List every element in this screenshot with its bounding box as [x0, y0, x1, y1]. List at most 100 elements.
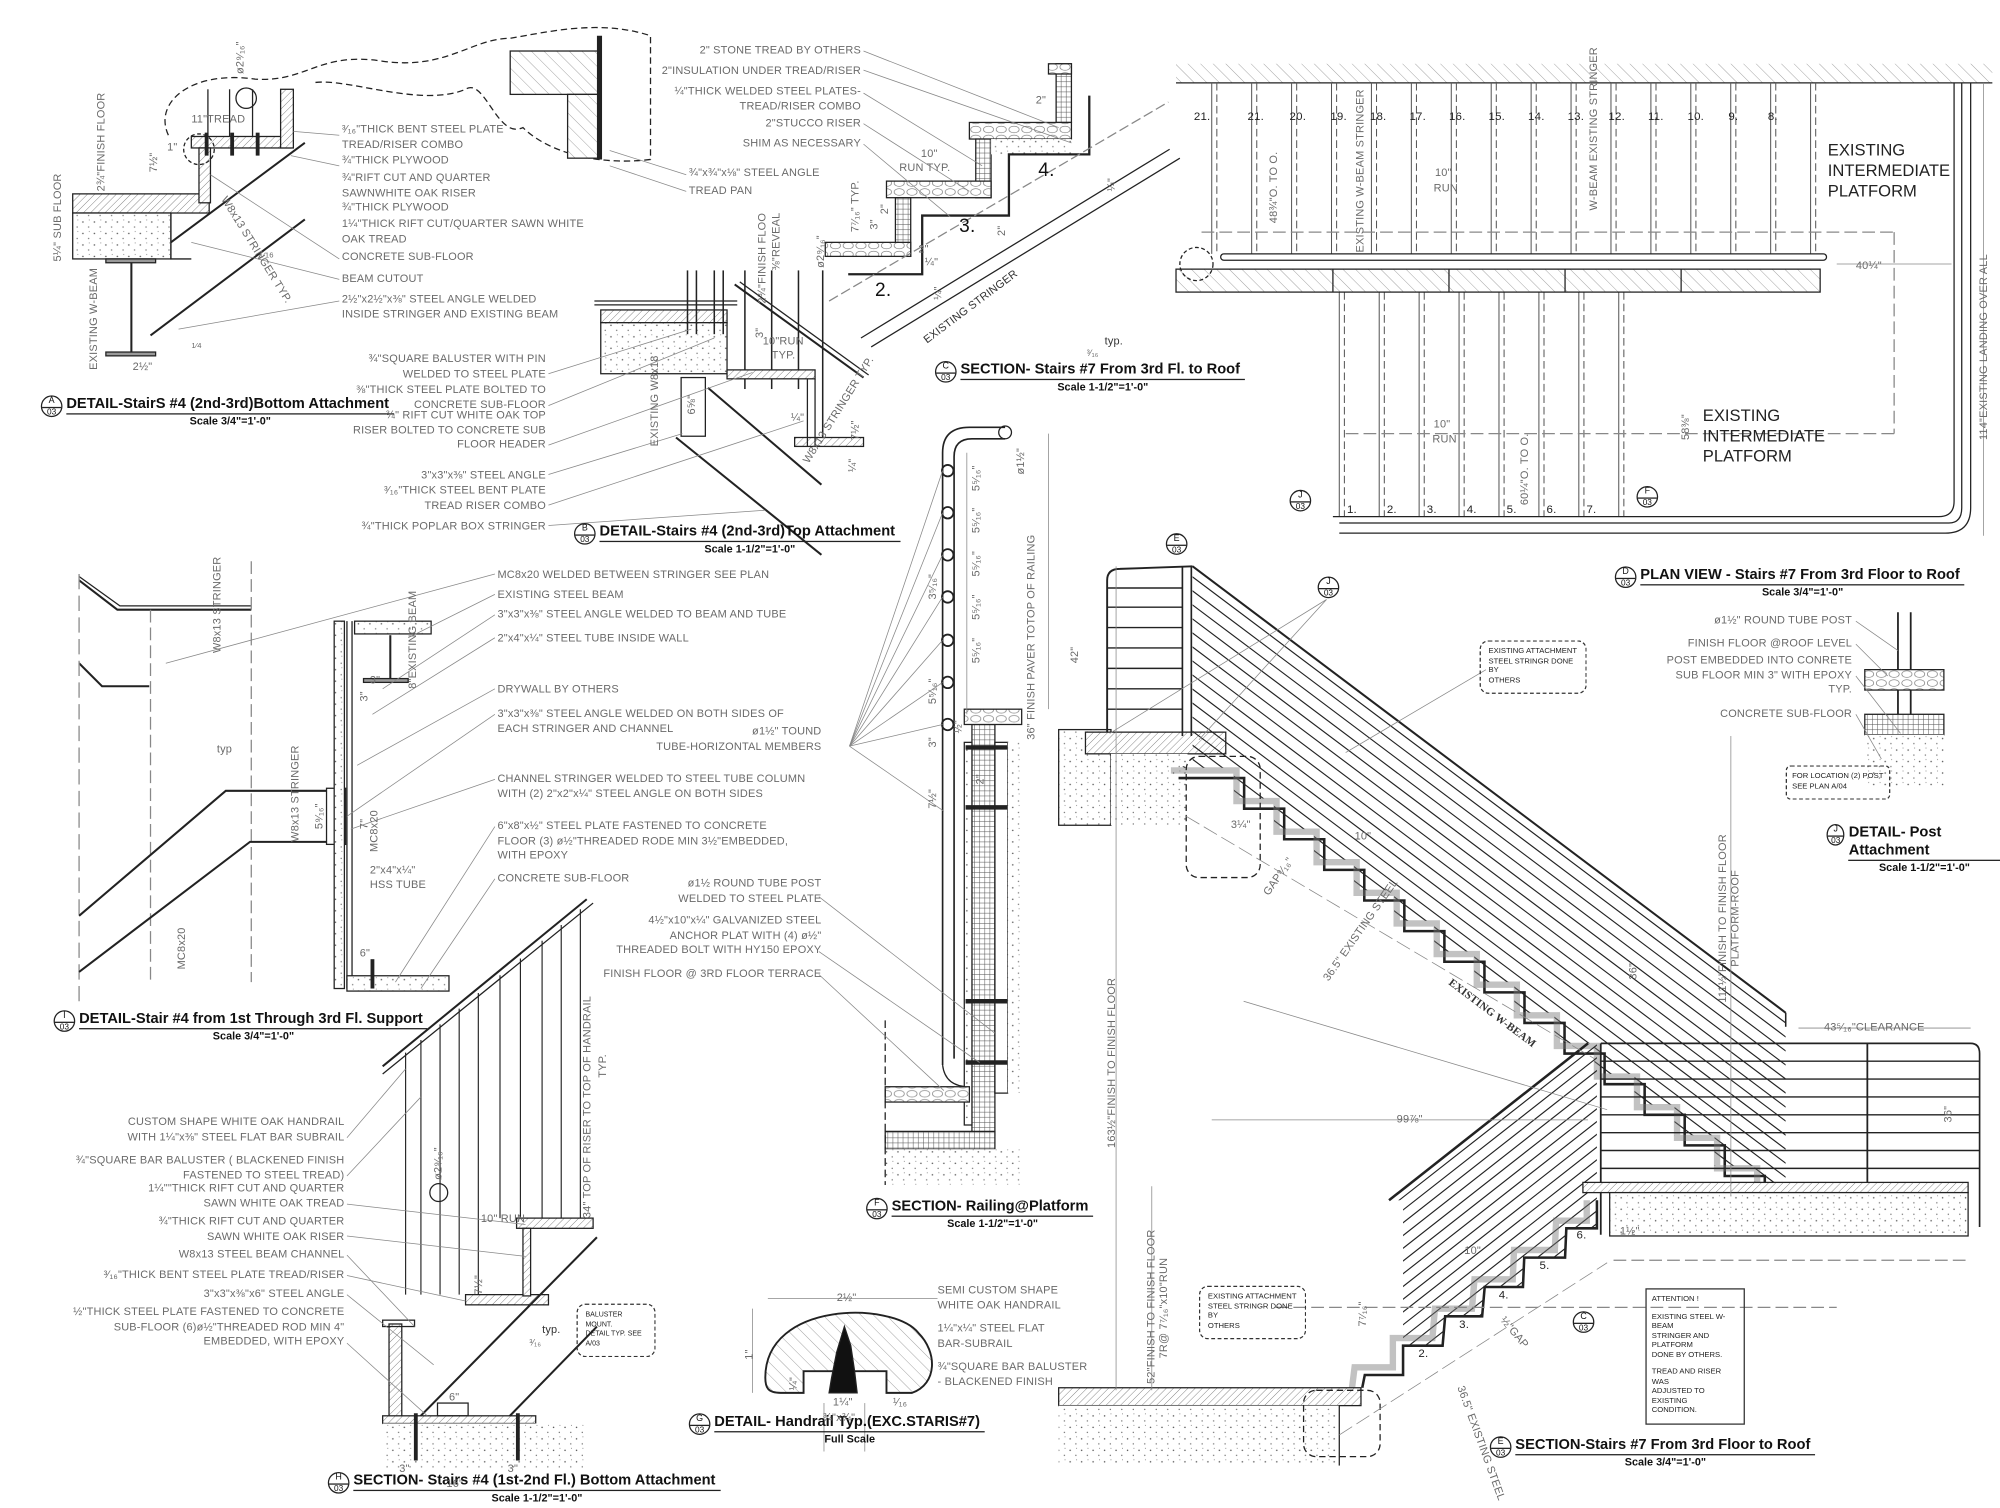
plan-step-number: 2. — [1386, 502, 1397, 516]
dim-b-quarter-2: ¼" — [845, 458, 859, 472]
note-line: WHITE OAK HANDRAIL — [937, 1297, 1061, 1311]
note-line: ¾"THICK PLYWOOD — [341, 153, 449, 166]
note-a-beam-cutout: BEAM CUTOUT — [342, 272, 424, 287]
note-line: CONCRETE SUB-FLOOR — [497, 871, 630, 884]
label-a-existing-w-beam: EXISTING W-BEAM — [86, 267, 100, 370]
leader-line — [849, 682, 943, 747]
dim-g-width: 2½" — [836, 1290, 857, 1304]
note-line: ¼"THICK WELDED STEEL PLATES- — [674, 84, 861, 97]
detail-scale: Scale 1-1/2"=1'-0" — [947, 1216, 1039, 1230]
dim-e-1-5in: 1½" — [1619, 1224, 1640, 1238]
note-line: RISER BOLTED TO CONCRETE SUB — [352, 422, 546, 436]
dim-b-typ: TYP. — [771, 348, 796, 361]
dim-e-10in-b: 10" — [1464, 1243, 1481, 1257]
note-line: TYP. — [1828, 682, 1853, 696]
bubble-letter: C — [936, 362, 956, 374]
dim-c-quarter: ¼" — [924, 255, 939, 268]
cable-rail — [1168, 683, 1786, 1183]
note-i-beam: EXISTING STEEL BEAM — [497, 588, 623, 603]
plan-step-number: 4. — [1466, 502, 1477, 516]
note-a-plywood: ¾"THICK PLYWOOD — [342, 153, 449, 168]
dim-g-quarter: ¼" — [786, 1376, 800, 1391]
note-line: TREAD AND RISER WAS — [1651, 1368, 1722, 1386]
note-line: EXISTING — [1827, 140, 1906, 160]
bubble-letter: H — [329, 1473, 349, 1485]
note-line: TREAD RISER COMBO — [424, 498, 546, 511]
note-line: SHIM AS NECESSARY — [742, 136, 861, 150]
horizontal-tube — [941, 633, 955, 647]
bubble-sheet: 03 — [694, 1426, 705, 1435]
plan-step-number: 21. — [1247, 109, 1264, 123]
dim-c-run: RUN TYP. — [899, 160, 951, 174]
note-h-channel: W8x13 STEEL BEAM CHANNEL — [179, 1247, 345, 1262]
note-line: EXISTING STEEL BEAM — [497, 588, 624, 601]
step-number: 3. — [959, 215, 976, 238]
bubble-sheet: 03 — [941, 373, 951, 383]
plan-step-number: 11. — [1647, 109, 1664, 123]
dim-i-typ: typ — [216, 742, 233, 756]
bubble-sheet: 03 — [580, 535, 590, 545]
note-line: MC8x20 WELDED BETWEEN STRINGER SEE PLAN — [497, 567, 770, 581]
label-i-mc8: MC8x20 — [367, 810, 381, 853]
dim-c-2in-c: 2" — [918, 242, 929, 256]
detail-scale: Scale 3/4"=1'-0" — [1624, 1455, 1707, 1469]
dim-h-typ: typ. — [542, 1322, 561, 1336]
bubble-sheet: 03 — [1496, 1448, 1506, 1458]
dim-e-42in: 42" — [1067, 646, 1081, 664]
note-c-shim: SHIM AS NECESSARY — [743, 136, 861, 151]
detail-title: SECTION- Railing@Platform — [891, 1198, 1094, 1217]
plan-step-number: 16. — [1448, 109, 1466, 123]
bubble-letter: A — [42, 397, 62, 409]
plan-step-number: 6. — [1546, 502, 1557, 516]
note-line: SEE PLAN A/04 — [1792, 782, 1847, 791]
cable-rail — [1168, 655, 1786, 1155]
note-line: SAWNWHITE OAK RISER — [341, 185, 477, 199]
plan-step-number: 15. — [1488, 109, 1506, 123]
plan-step-number: 13. — [1567, 109, 1585, 123]
detail-title: DETAIL- Post Attachment — [1848, 824, 2000, 861]
note-h-baluster-mount-box: BALUSTER MOUNT.DETAIL TYP. SEE A/03 — [576, 1303, 656, 1358]
cable-rail — [1389, 1227, 1597, 1346]
bubble-letter: J — [1318, 578, 1339, 590]
dim-c-2in: 2" — [1035, 93, 1047, 106]
detail-d-drawing — [1175, 63, 1993, 536]
note-a-plywood-2: ¾"THICK PLYWOOD — [342, 200, 449, 215]
dim-a-1in: 1" — [167, 140, 178, 154]
plan-step-number: 5. — [1506, 502, 1517, 516]
dim-d-landing: 114"EXISTING LANDING OVER ALL — [1977, 254, 1990, 441]
cable-rail — [1168, 570, 1786, 1071]
dim-h-34in: 34" TOP OF RISER TO TOP OF HANDRAIL — [580, 995, 594, 1219]
note-i-angles-both: 3"x3"x⅜" STEEL ANGLE WELDED ON BOTH SIDE… — [497, 707, 783, 736]
note-line: EXISTING STEEL W-BEAM — [1651, 1313, 1726, 1331]
dim-d-10in: 10" — [1434, 165, 1452, 179]
bubble-letter: J — [1827, 825, 1844, 837]
note-line: TREAD PAN — [688, 183, 753, 197]
note-i-concrete: CONCRETE SUB-FLOOR — [497, 871, 629, 886]
dim-c-10in: 10" — [920, 146, 938, 160]
